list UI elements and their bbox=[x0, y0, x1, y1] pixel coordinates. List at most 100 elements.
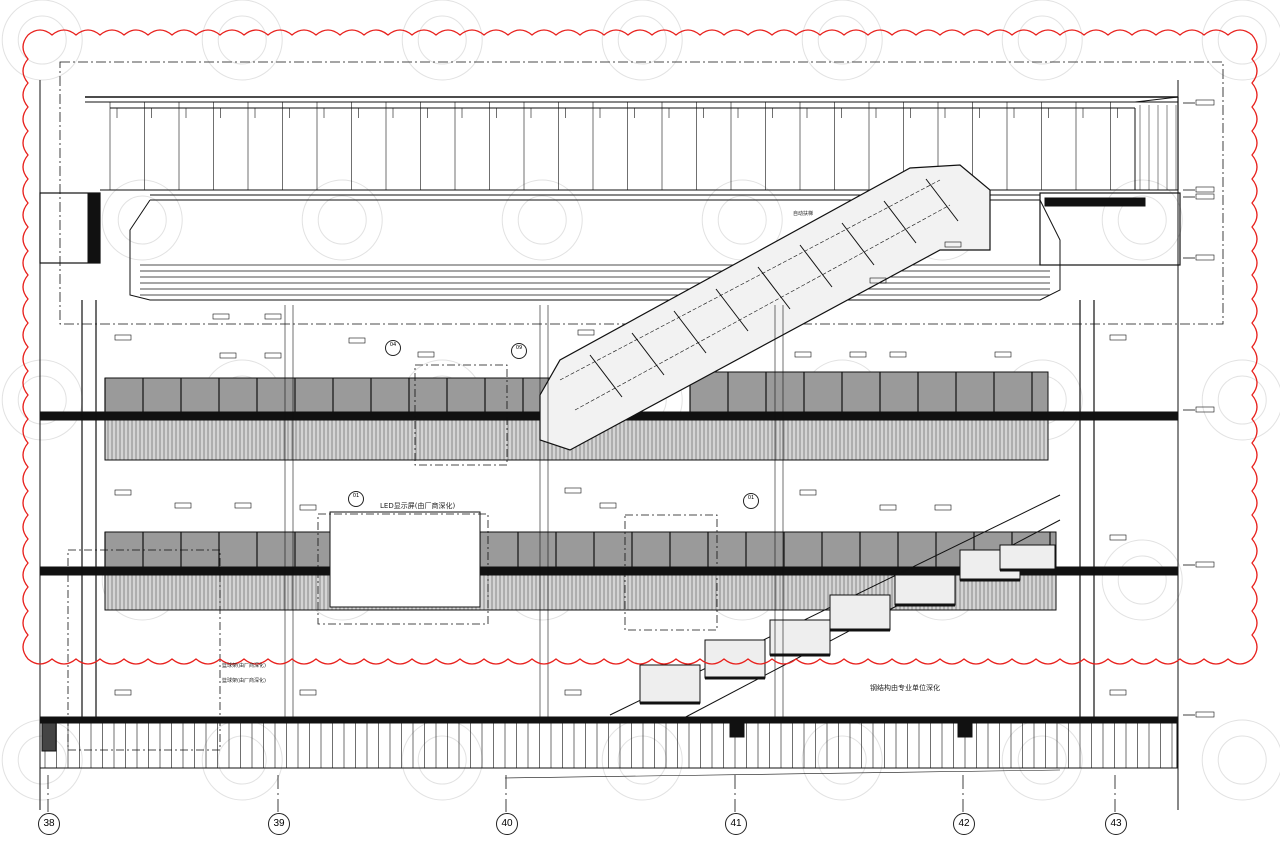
watermark-ring bbox=[1017, 15, 1067, 65]
level-tag bbox=[1195, 254, 1215, 261]
steel-structure-note: 钢结构由专业单位深化 bbox=[870, 684, 940, 692]
steel-box bbox=[894, 574, 956, 606]
wall-block-left-fill bbox=[87, 192, 101, 264]
tag-box bbox=[1109, 689, 1127, 696]
level-tag bbox=[1195, 561, 1215, 568]
watermark-ring bbox=[817, 735, 867, 785]
tag-box bbox=[174, 502, 192, 509]
wall-block-right-fill bbox=[1044, 197, 1146, 207]
detail-outline bbox=[624, 514, 718, 631]
watermark-ring bbox=[717, 195, 767, 245]
basketball-note-2: 篮球架(由厂商深化) bbox=[222, 678, 266, 684]
grid-axis-38: 38 bbox=[38, 813, 60, 835]
steel-box bbox=[769, 619, 831, 656]
detail-bubble: 04 bbox=[385, 340, 401, 356]
led-screen bbox=[329, 511, 481, 608]
tag-box bbox=[564, 487, 582, 494]
wall-block-right bbox=[1039, 192, 1181, 266]
tag-box bbox=[994, 351, 1012, 358]
hoop-outline bbox=[67, 549, 221, 751]
level-tag bbox=[1195, 186, 1215, 193]
tag-box bbox=[564, 689, 582, 696]
grid-axis-43: 43 bbox=[1105, 813, 1127, 835]
led-screen-note: LED显示屏(由厂商深化) bbox=[380, 502, 456, 510]
grid-axis-41: 41 bbox=[725, 813, 747, 835]
revision-cloud bbox=[22, 29, 1258, 665]
deck-block bbox=[41, 722, 57, 752]
tag-box bbox=[299, 689, 317, 696]
detail-bubble: 01 bbox=[743, 493, 759, 509]
watermark-ring bbox=[17, 15, 67, 65]
tag-box bbox=[299, 504, 317, 511]
level-tag bbox=[1195, 99, 1215, 106]
watermark-ring bbox=[801, 719, 883, 801]
watermark-ring bbox=[301, 179, 383, 261]
watermark-ring bbox=[1101, 179, 1183, 261]
escalator-segment bbox=[715, 288, 749, 332]
escalator-segment bbox=[673, 310, 707, 354]
watermark-ring bbox=[417, 735, 467, 785]
watermark-ring bbox=[1217, 375, 1267, 425]
watermark-ring bbox=[817, 15, 867, 65]
watermark-ring bbox=[217, 15, 267, 65]
watermark-ring bbox=[801, 0, 883, 81]
guardrail-upper-right bbox=[689, 371, 1049, 413]
escalator-segment bbox=[799, 244, 833, 288]
tag-box bbox=[799, 489, 817, 496]
level-tag bbox=[1195, 406, 1215, 413]
steel-box bbox=[704, 639, 766, 679]
watermark-ring bbox=[501, 179, 583, 261]
led-screen-outline bbox=[317, 513, 489, 625]
line bbox=[1134, 96, 1179, 103]
watermark-ring bbox=[17, 375, 67, 425]
watermark-ring bbox=[1, 0, 83, 81]
escalator-note: 自动扶梯 bbox=[793, 211, 814, 217]
tag-box bbox=[212, 313, 230, 320]
escalator-body bbox=[539, 164, 991, 451]
detail-bubble: 01 bbox=[348, 491, 364, 507]
watermark-ring bbox=[1201, 0, 1280, 81]
escalator-handrail bbox=[574, 204, 951, 411]
tag-box bbox=[417, 351, 435, 358]
watermark-ring bbox=[201, 719, 283, 801]
watermark-ring bbox=[1, 359, 83, 441]
line bbox=[504, 769, 1061, 779]
floor-slab bbox=[39, 716, 1178, 724]
tag-box bbox=[264, 313, 282, 320]
deck-block bbox=[729, 722, 745, 738]
steel-box bbox=[999, 544, 1056, 571]
grid-axis-42: 42 bbox=[953, 813, 975, 835]
tag-box bbox=[114, 489, 132, 496]
escalator-handrail bbox=[559, 179, 941, 381]
escalator-segment bbox=[841, 222, 875, 266]
escalator-segment bbox=[925, 178, 959, 222]
grid-axis-40: 40 bbox=[496, 813, 518, 835]
watermark-ring bbox=[601, 0, 683, 81]
tag-box bbox=[934, 504, 952, 511]
watermark-ring bbox=[517, 195, 567, 245]
guardrail-lower-left bbox=[104, 531, 331, 568]
watermark-ring bbox=[1117, 195, 1167, 245]
tag-box bbox=[1109, 534, 1127, 541]
watermark-ring bbox=[617, 15, 667, 65]
watermark-ring bbox=[601, 719, 683, 801]
watermark-ring bbox=[617, 735, 667, 785]
watermark-ring bbox=[1217, 735, 1267, 785]
tag-box bbox=[114, 689, 132, 696]
steel-box bbox=[639, 664, 701, 704]
ceiling-soffit bbox=[129, 199, 1061, 301]
tag-box bbox=[114, 334, 132, 341]
tag-box bbox=[1109, 334, 1127, 341]
tag-box bbox=[849, 351, 867, 358]
escalator-segment bbox=[883, 200, 917, 244]
watermark-ring bbox=[1117, 555, 1167, 605]
watermark-ring bbox=[201, 0, 283, 81]
grid-axis-39: 39 bbox=[268, 813, 290, 835]
escalator-segment bbox=[757, 266, 791, 310]
tag-box bbox=[879, 504, 897, 511]
watermark-ring bbox=[1001, 719, 1083, 801]
tag-box bbox=[348, 337, 366, 344]
level-tag bbox=[1195, 711, 1215, 718]
